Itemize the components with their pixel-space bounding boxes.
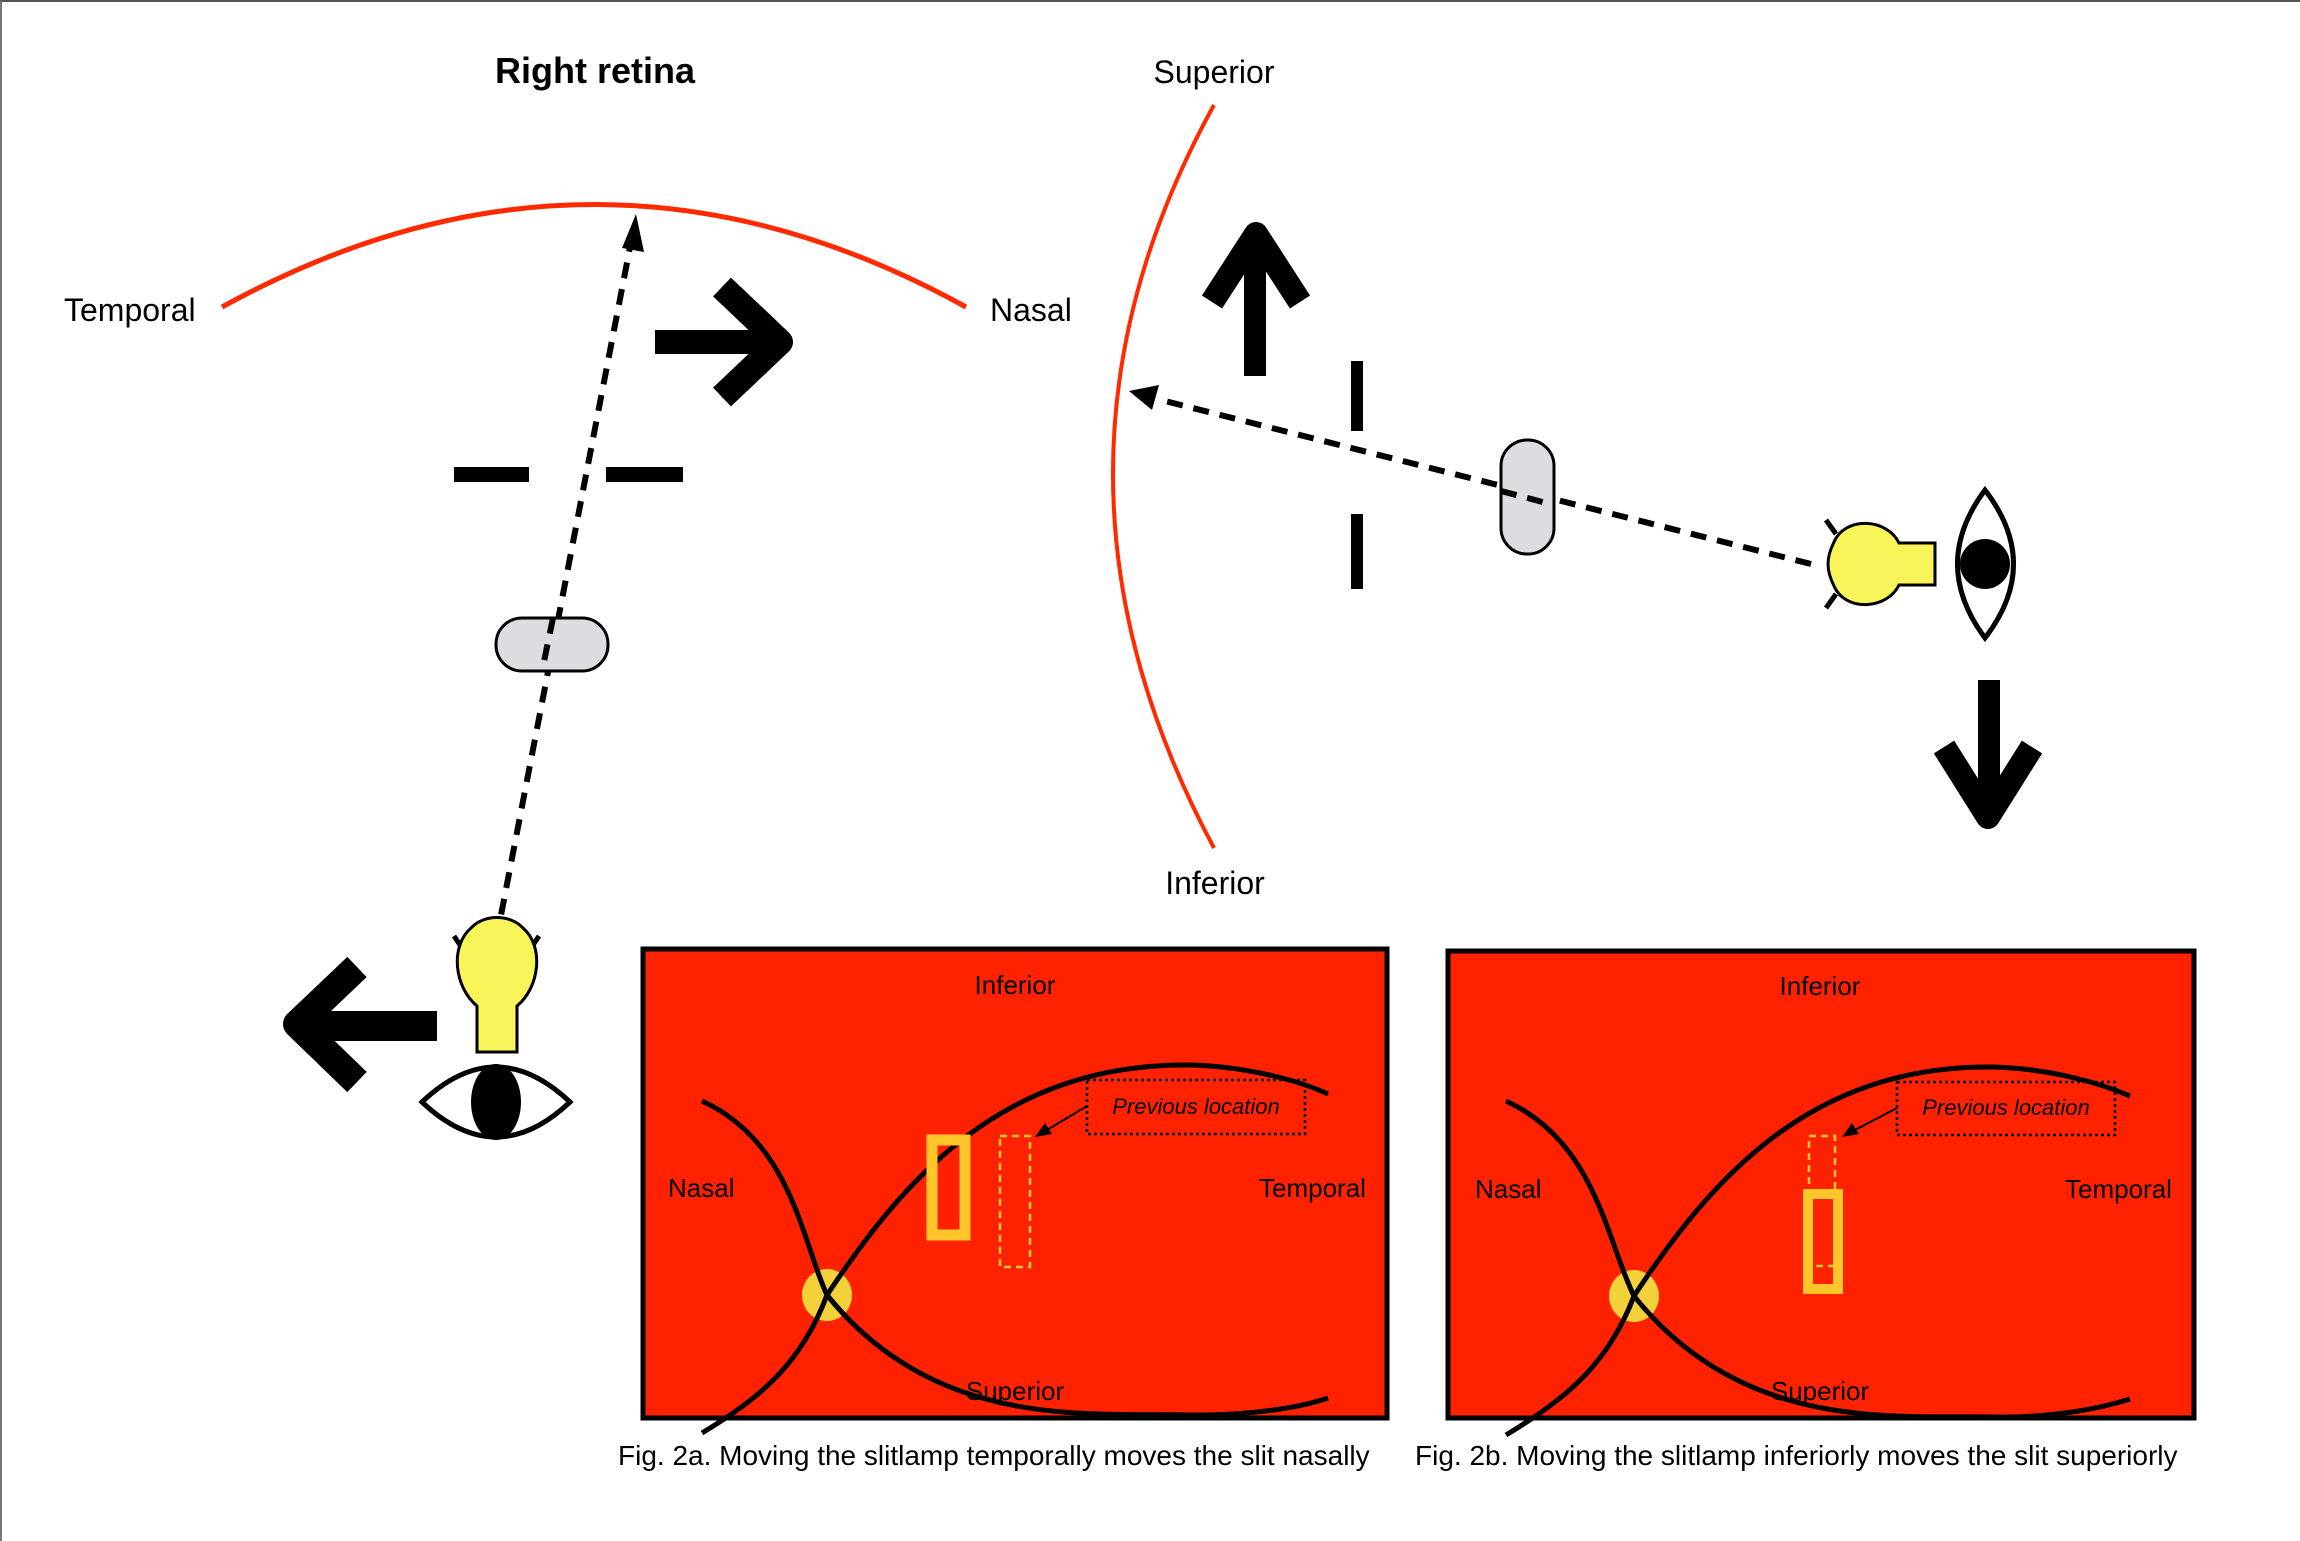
slit-bar-bottom: [1351, 514, 1363, 589]
panel-2a-label-left: Nasal: [668, 1173, 734, 1203]
caption-2a: Fig. 2a. Moving the slitlamp temporally …: [618, 1440, 1370, 1471]
lightbulb-icon-2: [1823, 518, 1937, 610]
light-path-dashed-2: [1156, 396, 1812, 567]
slit-bar-left: [454, 467, 529, 482]
panel-2a-label-bottom: Superior: [966, 1376, 1065, 1406]
slit-bar-top: [1351, 361, 1363, 431]
panel-2a-label-right: Temporal: [1259, 1173, 1366, 1203]
callout-text-2a: Previous location: [1112, 1094, 1280, 1119]
callout-arrow-2a: [1046, 1105, 1088, 1131]
fundus-panel-2a: [640, 946, 1390, 1436]
arrow-down-icon: [1933, 680, 2043, 829]
eye-icon: [418, 1064, 574, 1140]
callout-text-2b: Previous location: [1922, 1095, 2090, 1120]
callout-box-2b: [1895, 1080, 2117, 1137]
light-path-arrowhead: [622, 214, 644, 252]
light-path-through-lens-2: [1500, 488, 1555, 508]
light-path-dashed: [493, 241, 634, 942]
caption-2b: Fig. 2b. Moving the slitlamp inferiorly …: [1415, 1440, 2178, 1471]
panel-2a-label-top: Inferior: [975, 970, 1056, 1000]
panel-2b-label-left: Nasal: [1475, 1174, 1541, 1204]
retina-arc-horizontal: [220, 202, 968, 310]
slit-current-2a: [926, 1134, 971, 1241]
label-inferior: Inferior: [1165, 865, 1265, 901]
callout-arrow-2b: [1854, 1107, 1898, 1131]
retina-arc-vertical: [1111, 104, 1216, 849]
arrow-up-icon: [1201, 222, 1311, 376]
lightbulb-icon: [451, 916, 542, 1054]
panel-2b-label-right: Temporal: [2065, 1174, 2172, 1204]
callout-arrowhead-2b: [1842, 1123, 1859, 1137]
lower-vessel-2a: [825, 1293, 1329, 1418]
arrow-right-icon: [655, 277, 793, 407]
label-nasal: Nasal: [990, 292, 1072, 328]
panel-2b-label-top: Inferior: [1780, 971, 1861, 1001]
eye-icon-2: [1955, 485, 2016, 643]
light-path-through-lens: [539, 617, 556, 672]
slit-bar-right: [606, 467, 683, 482]
label-temporal: Temporal: [64, 292, 196, 328]
callout-arrowhead-2a: [1035, 1123, 1052, 1137]
slit-previous-2a: [998, 1134, 1032, 1269]
label-superior: Superior: [1154, 54, 1275, 90]
slit-current-2b: [1803, 1189, 1843, 1294]
arrow-left-icon: [283, 956, 437, 1093]
fundus-panel-2b: [1445, 948, 2197, 1438]
light-path-arrowhead-2: [1129, 385, 1159, 410]
panel-2b-label-bottom: Superior: [1771, 1376, 1870, 1406]
title: Right retina: [495, 50, 696, 91]
